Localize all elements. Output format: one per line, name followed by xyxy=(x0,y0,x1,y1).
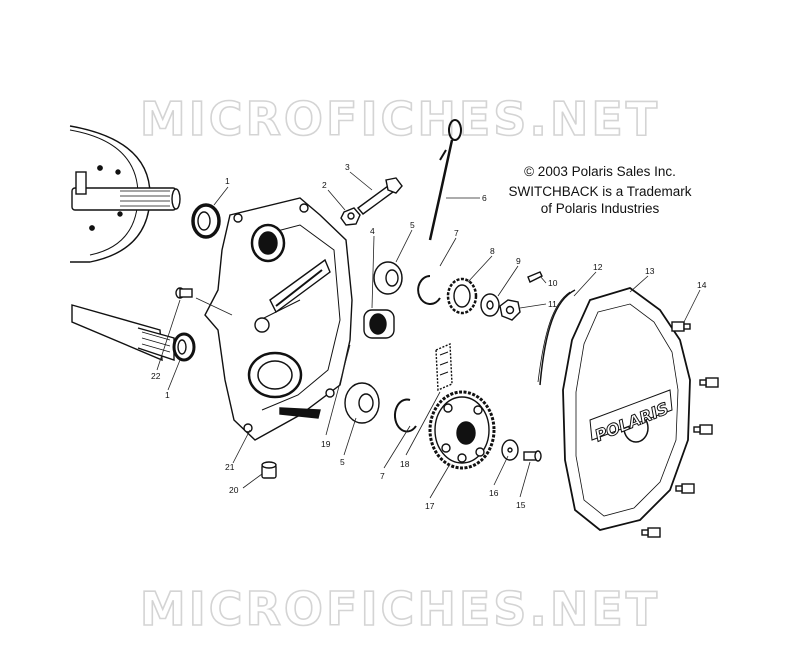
callout-5-lower: 5 xyxy=(340,457,345,467)
seal-lower xyxy=(172,332,196,362)
callout-19: 19 xyxy=(321,439,331,449)
callout-21: 21 xyxy=(225,462,235,472)
callout-22: 22 xyxy=(151,371,161,381)
o-ring xyxy=(537,289,576,386)
callout-9: 9 xyxy=(516,256,521,266)
bolt-long xyxy=(356,177,403,215)
drive-shaft-upper xyxy=(71,171,181,211)
snap-ring-lower xyxy=(393,398,417,433)
callout-14: 14 xyxy=(697,280,707,290)
chaincase-cover xyxy=(562,287,691,531)
callout-1-upper: 1 xyxy=(225,176,230,186)
callout-7-upper: 7 xyxy=(454,228,459,238)
watermark-bottom: MICROFICHES.NET xyxy=(139,581,661,637)
chain-tensioner xyxy=(363,309,395,339)
chaincase-housing xyxy=(204,197,353,441)
copyright-notice: © 2003 Polaris Sales Inc. xyxy=(524,164,676,179)
callout-13: 13 xyxy=(645,266,655,276)
callout-10: 10 xyxy=(548,278,558,288)
callout-16: 16 xyxy=(489,488,499,498)
watermark-top: MICROFICHES.NET xyxy=(139,91,661,147)
washer-upper xyxy=(480,293,500,317)
seal-upper xyxy=(191,203,221,239)
bearing-lower xyxy=(344,382,380,424)
drain-plug xyxy=(261,461,277,479)
callout-18: 18 xyxy=(400,459,410,469)
trademark-notice-line2: of Polaris Industries xyxy=(540,201,660,216)
callout-2: 2 xyxy=(322,180,327,190)
callout-15: 15 xyxy=(516,500,526,510)
callout-6: 6 xyxy=(482,193,487,203)
bearing-upper xyxy=(373,261,403,295)
callout-1-lower: 1 xyxy=(165,390,170,400)
driven-shaft-lower xyxy=(71,304,175,362)
leader-lines xyxy=(156,171,701,499)
callout-11: 11 xyxy=(548,299,557,309)
callout-3: 3 xyxy=(345,162,350,172)
callout-20: 20 xyxy=(229,485,239,495)
drive-chain xyxy=(435,342,453,392)
castle-nut xyxy=(499,299,521,321)
cotter-pin xyxy=(527,271,543,283)
callout-5-upper: 5 xyxy=(410,220,415,230)
trademark-notice-line1: SWITCHBACK is a Trademark xyxy=(508,184,692,199)
callout-12: 12 xyxy=(593,262,603,272)
nut xyxy=(340,207,361,226)
bolt-short xyxy=(523,450,542,462)
lower-gear xyxy=(428,390,496,470)
callout-4: 4 xyxy=(370,226,375,236)
callout-17: 17 xyxy=(425,501,435,511)
pin xyxy=(175,287,193,299)
washer-lower xyxy=(501,439,519,461)
snap-ring-upper xyxy=(417,275,441,305)
upper-sprocket xyxy=(446,277,478,315)
cover-bolts xyxy=(641,321,719,538)
callout-labels: 1 2 3 4 5 6 7 8 9 10 11 12 13 14 15 16 1… xyxy=(151,162,707,511)
callout-8: 8 xyxy=(490,246,495,256)
dipstick xyxy=(428,119,462,241)
callout-7-lower: 7 xyxy=(380,471,385,481)
